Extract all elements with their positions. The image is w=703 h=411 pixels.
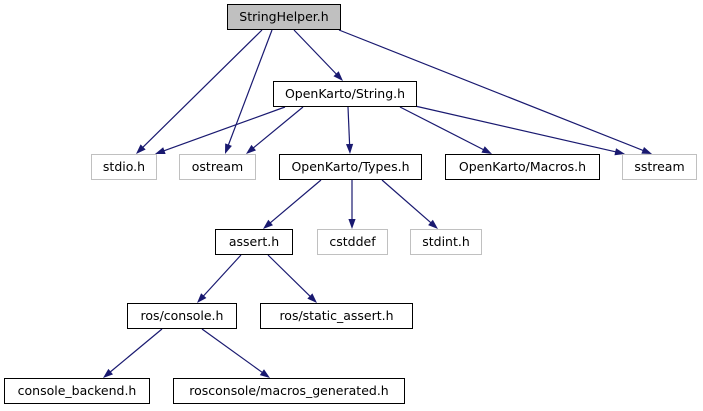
edge-console-to-macros_generated bbox=[201, 328, 264, 374]
node-macros_generated[interactable]: rosconsole/macros_generated.h bbox=[173, 378, 405, 404]
node-stdio: stdio.h bbox=[91, 154, 157, 180]
arrowhead-stringhelper-to-string bbox=[333, 71, 343, 81]
arrowhead-string-to-ostream bbox=[246, 144, 257, 154]
arrowhead-stringhelper-to-sstream bbox=[641, 146, 652, 154]
node-cstddef: cstddef bbox=[317, 229, 388, 255]
edge-string-to-sstream bbox=[414, 105, 618, 153]
node-label-static_assert: ros/static_assert.h bbox=[279, 307, 394, 323]
node-label-ostream: ostream bbox=[191, 158, 244, 174]
edge-string-to-macros bbox=[399, 106, 486, 151]
arrowhead-string-to-stdio bbox=[155, 147, 166, 154]
edge-stringhelper-to-string bbox=[293, 29, 338, 76]
arrowhead-assert-to-static_assert bbox=[307, 293, 317, 303]
node-label-cstddef: cstddef bbox=[329, 233, 376, 249]
node-label-stdint: stdint.h bbox=[422, 233, 470, 249]
node-label-macros_generated: rosconsole/macros_generated.h bbox=[189, 382, 389, 398]
node-sstream: sstream bbox=[622, 154, 697, 180]
edge-types-to-assert bbox=[268, 179, 322, 225]
edge-string-to-types bbox=[347, 106, 351, 147]
arrowhead-types-to-cstddef bbox=[348, 219, 356, 229]
node-backend[interactable]: console_backend.h bbox=[4, 378, 150, 404]
node-string[interactable]: OpenKarto/String.h bbox=[273, 81, 417, 107]
arrowhead-string-to-types bbox=[345, 143, 354, 154]
node-label-types: OpenKarto/Types.h bbox=[291, 158, 410, 174]
arrowhead-string-to-macros bbox=[481, 146, 492, 154]
arrowhead-stringhelper-to-ostream bbox=[225, 143, 232, 154]
node-label-assert: assert.h bbox=[228, 233, 280, 249]
arrowhead-console-to-backend bbox=[103, 368, 113, 378]
edge-console-to-backend bbox=[108, 328, 163, 374]
edge-stringhelper-to-ostream bbox=[227, 29, 273, 147]
node-label-stringhelper: StringHelper.h bbox=[239, 8, 329, 24]
node-static_assert[interactable]: ros/static_assert.h bbox=[260, 303, 413, 329]
node-label-macros: OpenKarto/Macros.h bbox=[458, 158, 587, 174]
node-assert[interactable]: assert.h bbox=[215, 229, 293, 255]
edge-assert-to-console bbox=[201, 254, 242, 298]
node-label-backend: console_backend.h bbox=[17, 382, 137, 398]
arrowhead-string-to-sstream bbox=[614, 148, 625, 156]
node-label-sstream: sstream bbox=[634, 158, 685, 174]
edge-stringhelper-to-stdio bbox=[141, 29, 263, 149]
arrowhead-types-to-assert bbox=[263, 219, 273, 229]
node-label-console: ros/console.h bbox=[140, 307, 224, 323]
arrowhead-stringhelper-to-stdio bbox=[136, 144, 146, 154]
node-label-string: OpenKarto/String.h bbox=[284, 85, 406, 101]
node-label-stdio: stdio.h bbox=[102, 158, 146, 174]
node-stdint: stdint.h bbox=[410, 229, 482, 255]
arrowhead-assert-to-console bbox=[197, 293, 207, 303]
edge-stringhelper-to-sstream bbox=[338, 29, 645, 152]
edge-string-to-stdio bbox=[162, 106, 286, 152]
arrowhead-console-to-macros_generated bbox=[259, 369, 270, 378]
arrowhead-types-to-stdint bbox=[428, 219, 438, 229]
node-macros[interactable]: OpenKarto/Macros.h bbox=[445, 154, 600, 180]
edge-types-to-stdint bbox=[381, 179, 433, 225]
edge-string-to-ostream bbox=[251, 106, 304, 150]
node-stringhelper[interactable]: StringHelper.h bbox=[227, 4, 341, 30]
node-ostream: ostream bbox=[179, 154, 256, 180]
node-console[interactable]: ros/console.h bbox=[127, 303, 237, 329]
edge-assert-to-static_assert bbox=[267, 254, 312, 298]
node-types[interactable]: OpenKarto/Types.h bbox=[279, 154, 422, 180]
